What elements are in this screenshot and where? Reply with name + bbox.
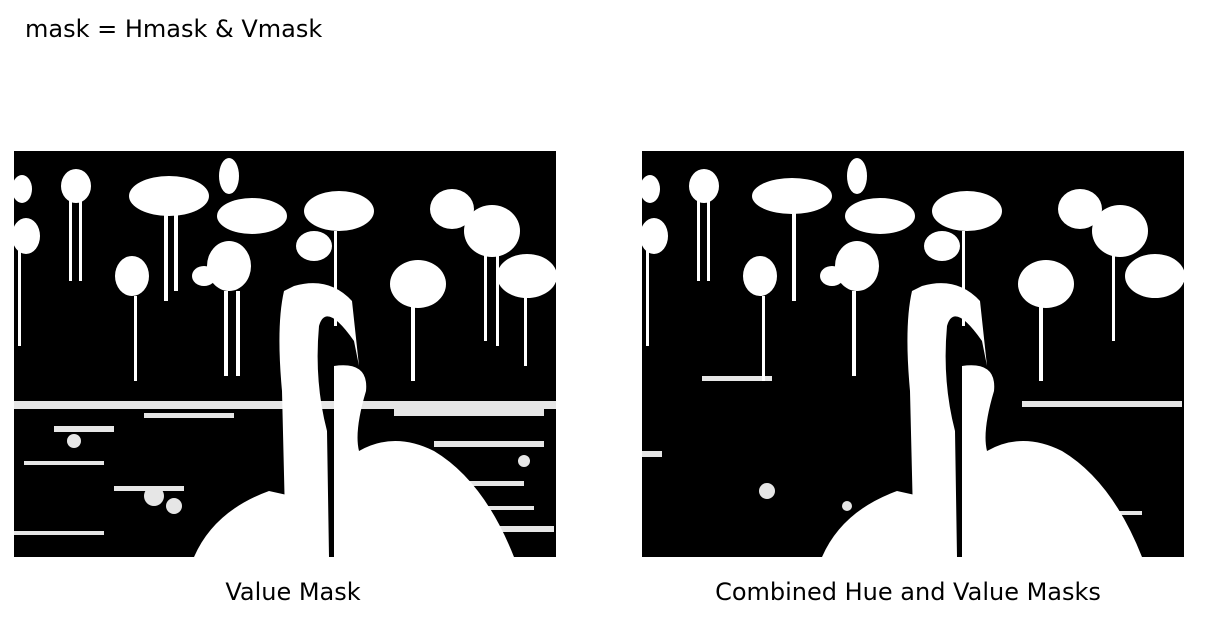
value-mask-caption: Value Mask (225, 578, 361, 606)
mask-equation: mask = Hmask & Vmask (25, 15, 323, 43)
combined-mask-image (642, 151, 1184, 557)
value-mask-image (14, 151, 556, 557)
combined-mask-caption: Combined Hue and Value Masks (715, 578, 1101, 606)
